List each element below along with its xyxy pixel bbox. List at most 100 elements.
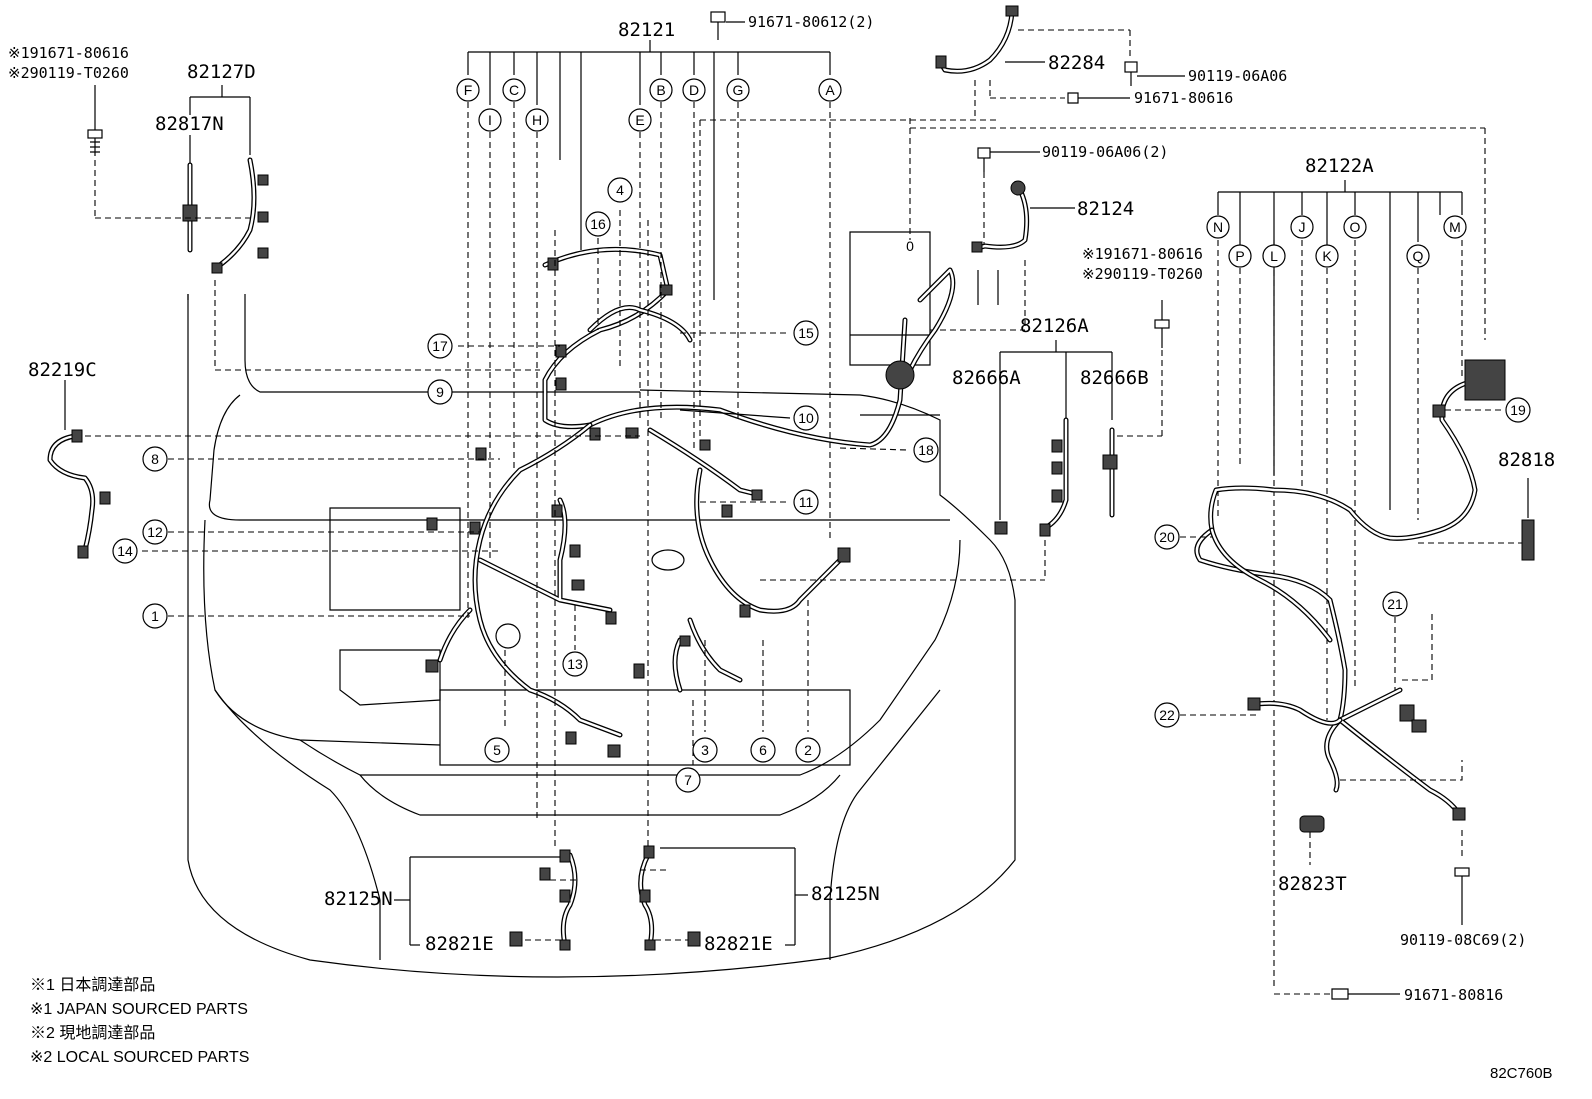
callout-21: 21 <box>1382 591 1408 617</box>
part-82124-group: 0 <box>849 147 1075 390</box>
svg-text:F: F <box>464 82 473 98</box>
letter-circle-h: H <box>525 108 549 132</box>
label-82121: 82121 <box>618 19 675 41</box>
callout-15: 15 <box>793 320 819 346</box>
callout-leaders <box>142 210 909 765</box>
part-82127D-group <box>94 85 540 371</box>
svg-text:12: 12 <box>147 524 163 540</box>
part-82122A-group <box>1194 180 1506 990</box>
svg-text:I: I <box>488 112 492 128</box>
callout-17: 17 <box>427 333 453 359</box>
part-82219C-group <box>47 380 640 559</box>
callout-4: 4 <box>607 177 633 203</box>
fastener-labels: 91671-80612(2) 90119-06A06 91671-80616 9… <box>8 13 1526 1004</box>
label-82666B: 82666B <box>1080 367 1149 389</box>
svg-text:M: M <box>1449 219 1461 235</box>
letter-circle-o: O <box>1343 215 1367 239</box>
callout-11: 11 <box>793 489 819 515</box>
svg-text:O: O <box>1350 219 1361 235</box>
letter-circle-q: Q <box>1406 244 1430 268</box>
label-82124: 82124 <box>1077 198 1134 220</box>
label-82821E-left: 82821E <box>425 933 494 955</box>
part-82126A-group <box>760 340 1163 581</box>
letter-circle-j: J <box>1290 215 1314 239</box>
note-2: ※1 JAPAN SOURCED PARTS <box>30 1001 248 1018</box>
diagram-code: 82C760B <box>1490 1065 1553 1082</box>
callout-2: 2 <box>795 737 821 763</box>
callout-extra-leaders <box>1180 409 1505 716</box>
callout-22: 22 <box>1154 702 1180 728</box>
letter-circle-m: M <box>1443 215 1467 239</box>
label-82821E-right: 82821E <box>704 933 773 955</box>
svg-text:6: 6 <box>759 742 767 758</box>
callout-16: 16 <box>585 211 611 237</box>
svg-text:14: 14 <box>117 543 133 559</box>
part-82284-group <box>909 5 1486 340</box>
svg-text:13: 13 <box>567 656 583 672</box>
label-82125N-right: 82125N <box>811 883 880 905</box>
label-fastener-right-1: ※191671-80616 <box>1082 245 1203 263</box>
callout-8: 8 <box>142 446 168 472</box>
letter-circle-p: P <box>1228 244 1252 268</box>
label-fastener-left-2: ※290119-T0260 <box>8 64 129 82</box>
part-labels: 82121 82127D 82817N 82219C 82284 82124 8… <box>28 19 1555 955</box>
callout-13: 13 <box>562 651 588 677</box>
label-fastener-82284-a: 90119-06A06 <box>1188 67 1287 85</box>
letter-leaders <box>467 102 1000 850</box>
svg-text:A: A <box>825 82 835 98</box>
callout-3: 3 <box>692 737 718 763</box>
svg-text:15: 15 <box>798 325 814 341</box>
label-fastener-82124: 90119-06A06(2) <box>1042 143 1168 161</box>
svg-text:4: 4 <box>616 182 624 198</box>
letter-circle-d: D <box>682 78 706 102</box>
bolt-bottom-right-icon <box>1454 867 1470 925</box>
label-82284: 82284 <box>1048 52 1105 74</box>
svg-text:L: L <box>1270 248 1278 264</box>
callout-20: 20 <box>1154 524 1180 550</box>
label-82122A: 82122A <box>1305 155 1374 177</box>
callout-10: 10 <box>793 405 819 431</box>
callout-5: 5 <box>484 737 510 763</box>
svg-text:2: 2 <box>804 742 812 758</box>
bolt-bottom-icon <box>1274 988 1400 1000</box>
number-callouts: 1 2 3 4 5 6 7 8 9 10 11 12 13 14 15 16 1… <box>112 177 1531 793</box>
callout-18: 18 <box>913 437 939 463</box>
callout-1: 1 <box>142 603 168 629</box>
label-fastener-right-2: ※290119-T0260 <box>1082 265 1203 283</box>
letter-circles-82121: F I C H E B D G A <box>456 78 842 132</box>
letter-circle-b: B <box>649 78 673 102</box>
svg-text:9: 9 <box>436 384 444 400</box>
svg-text:H: H <box>532 112 542 128</box>
label-fastener-bottom-right: 90119-08C69(2) <box>1400 931 1526 949</box>
svg-text:7: 7 <box>684 772 692 788</box>
label-82818: 82818 <box>1498 449 1555 471</box>
label-82125N-left: 82125N <box>324 888 393 910</box>
callout-7: 7 <box>675 767 701 793</box>
svg-text:22: 22 <box>1159 707 1175 723</box>
part-82125N-group <box>409 845 796 951</box>
callout-19: 19 <box>1505 397 1531 423</box>
svg-text:E: E <box>635 112 644 128</box>
svg-text:B: B <box>656 82 665 98</box>
svg-text:Q: Q <box>1413 248 1424 264</box>
svg-text:8: 8 <box>151 451 159 467</box>
label-82126A: 82126A <box>1020 315 1089 337</box>
letter-circle-a: A <box>818 78 842 102</box>
letter-circle-l: L <box>1262 244 1286 268</box>
label-fastener-bottom: 91671-80816 <box>1404 986 1503 1004</box>
letter-circle-i: I <box>478 108 502 132</box>
part-82121-leaders <box>467 40 831 300</box>
svg-text:18: 18 <box>918 442 934 458</box>
bolt-right-icon <box>1154 300 1170 348</box>
part-82818-group <box>1418 478 1535 561</box>
label-82817N: 82817N <box>155 113 224 135</box>
label-fastener-top: 91671-80612(2) <box>748 13 874 31</box>
label-fastener-left-1: ※191671-80616 <box>8 44 129 62</box>
svg-text:5: 5 <box>493 742 501 758</box>
svg-text:C: C <box>509 82 519 98</box>
note-4: ※2 LOCAL SOURCED PARTS <box>30 1049 249 1066</box>
letter-circle-f: F <box>456 78 480 102</box>
svg-text:11: 11 <box>799 494 814 510</box>
label-82219C: 82219C <box>28 359 97 381</box>
svg-text:N: N <box>1213 219 1223 235</box>
